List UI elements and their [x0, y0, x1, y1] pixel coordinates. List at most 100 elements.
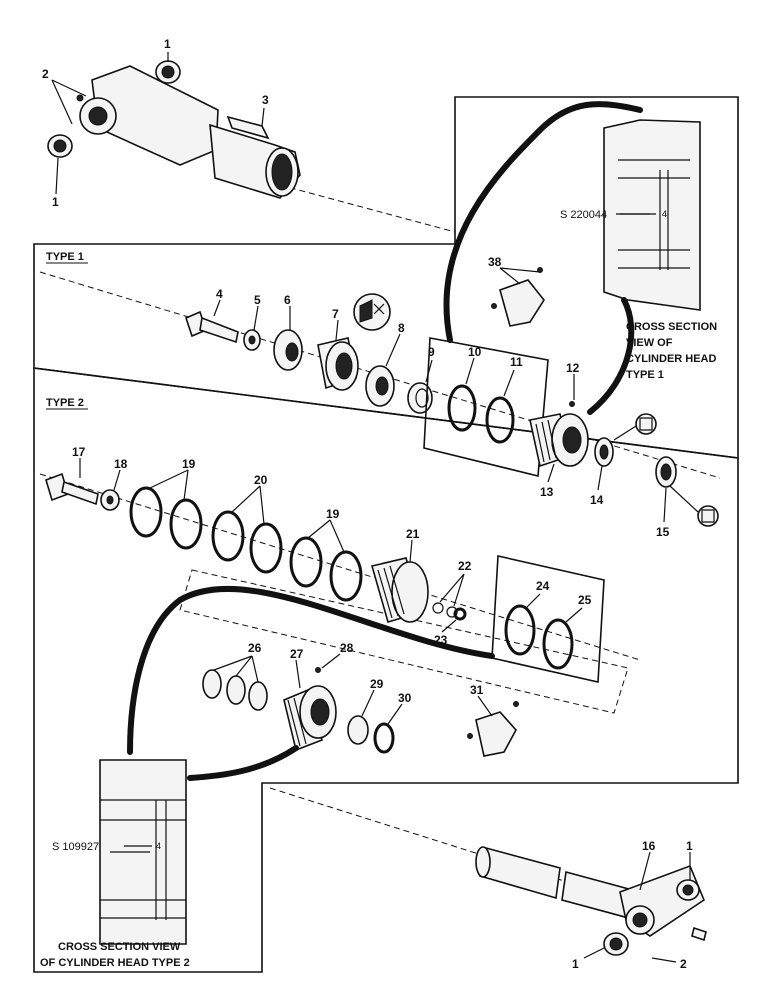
callout-25: 25 — [578, 593, 592, 607]
bushing-1b — [47, 134, 73, 158]
callout-9: 9 — [428, 345, 435, 359]
caption-type1-line3: CYLINDER HEAD — [626, 353, 717, 365]
callout-1: 1 — [52, 195, 59, 209]
hose-type2 — [127, 585, 495, 755]
washer-18 — [100, 489, 120, 511]
ring-20a — [211, 510, 245, 562]
grease-fitting-2b — [691, 926, 707, 942]
section-inner-number-type2: 4 — [156, 841, 161, 851]
seal-detail-15 — [697, 505, 719, 527]
barrel-bottom — [475, 846, 705, 937]
bushing-1a — [155, 60, 181, 84]
caption-type2-line2: OF CYLINDER HEAD TYPE 2 — [40, 957, 190, 969]
screw-12 — [569, 401, 575, 407]
callout-21: 21 — [406, 527, 420, 541]
seal-box-24-25 — [491, 555, 605, 683]
caption-type2-line1: CROSS SECTION VIEW — [58, 941, 181, 953]
callout-1: 1 — [572, 957, 579, 971]
ring-26c — [248, 681, 268, 711]
ring-19b — [169, 498, 203, 550]
ring-22a — [432, 602, 444, 614]
callout-19: 19 — [182, 457, 196, 471]
axis-top — [279, 184, 456, 233]
callout-28: 28 — [340, 641, 354, 655]
caption-type1-line1: CROSS SECTION — [626, 321, 717, 333]
callout-7: 7 — [332, 307, 339, 321]
seal-box-10-11 — [423, 337, 549, 477]
callout-38: 38 — [488, 255, 502, 269]
callout-8: 8 — [398, 321, 405, 335]
ring-14 — [594, 437, 614, 467]
type2-frame — [33, 367, 739, 973]
cross-section-type1 — [603, 119, 701, 311]
axis-type2 — [39, 473, 641, 661]
callout-12: 12 — [566, 361, 580, 375]
callout-4: 4 — [216, 287, 223, 301]
barrel-top — [79, 65, 301, 199]
ring-20b — [249, 522, 283, 574]
ring-22b — [446, 606, 458, 618]
caption-type1-line2: VIEW OF — [626, 337, 673, 349]
oring-25 — [542, 618, 574, 670]
oring-24 — [504, 604, 536, 656]
piston-6 — [273, 329, 303, 371]
callout-1: 1 — [686, 839, 693, 853]
callout-27: 27 — [290, 647, 304, 661]
bolt-17 — [45, 472, 99, 506]
cross-section-type2 — [99, 759, 187, 945]
ring-19d — [329, 550, 363, 602]
ring-29 — [347, 715, 369, 745]
callout-22: 22 — [458, 559, 472, 573]
callout-14: 14 — [590, 493, 604, 507]
piston-8 — [365, 365, 395, 407]
callout-24: 24 — [536, 579, 550, 593]
bolt-4 — [185, 310, 239, 344]
type1-title: TYPE 1 — [46, 251, 84, 263]
callout-15: 15 — [656, 525, 670, 539]
leader-lines — [51, 52, 691, 963]
ring-9 — [407, 382, 433, 414]
ring-15 — [655, 456, 677, 488]
callout-2: 2 — [680, 957, 687, 971]
piston-21 — [371, 557, 429, 623]
callout-11: 11 — [510, 355, 523, 369]
callout-30: 30 — [398, 691, 412, 705]
ring-30 — [373, 722, 395, 754]
callout-13: 13 — [540, 485, 554, 499]
bushing-1c — [676, 879, 700, 901]
section-inner-number-type1: 4 — [662, 209, 667, 219]
clamp-38 — [491, 267, 545, 327]
screw-28 — [315, 667, 321, 673]
callout-31: 31 — [470, 683, 484, 697]
oring-11 — [485, 396, 515, 444]
callout-numbers: 1 2 3 1 4 5 6 7 8 9 10 11 12 13 14 15 38… — [42, 37, 693, 971]
bushing-1d — [603, 932, 629, 956]
type2-title: TYPE 2 — [46, 397, 84, 409]
callout-3: 3 — [262, 93, 269, 107]
callout-20: 20 — [254, 473, 268, 487]
hose-type1-lower — [587, 297, 635, 415]
callout-5: 5 — [254, 293, 261, 307]
seal-detail-14 — [635, 413, 657, 435]
callout-19: 19 — [326, 507, 340, 521]
piston-7 — [317, 337, 359, 391]
callout-6: 6 — [284, 293, 291, 307]
callout-17: 17 — [72, 445, 86, 459]
ring-26a — [202, 669, 222, 699]
oring-10 — [447, 384, 477, 432]
callout-26: 26 — [248, 641, 262, 655]
ring-23 — [453, 607, 467, 621]
cylinder-head-27 — [283, 685, 337, 752]
leader-seal-15 — [669, 485, 699, 513]
ring-26b — [226, 675, 246, 705]
caption-type1-line4: TYPE 1 — [626, 369, 664, 381]
callout-16: 16 — [642, 839, 656, 853]
cylinder-head-13 — [529, 413, 589, 468]
section-ref-type2: S 109927 — [52, 841, 99, 853]
callout-29: 29 — [370, 677, 384, 691]
ring-19a — [129, 486, 163, 538]
callout-10: 10 — [468, 345, 482, 359]
callout-23: 23 — [434, 633, 448, 647]
